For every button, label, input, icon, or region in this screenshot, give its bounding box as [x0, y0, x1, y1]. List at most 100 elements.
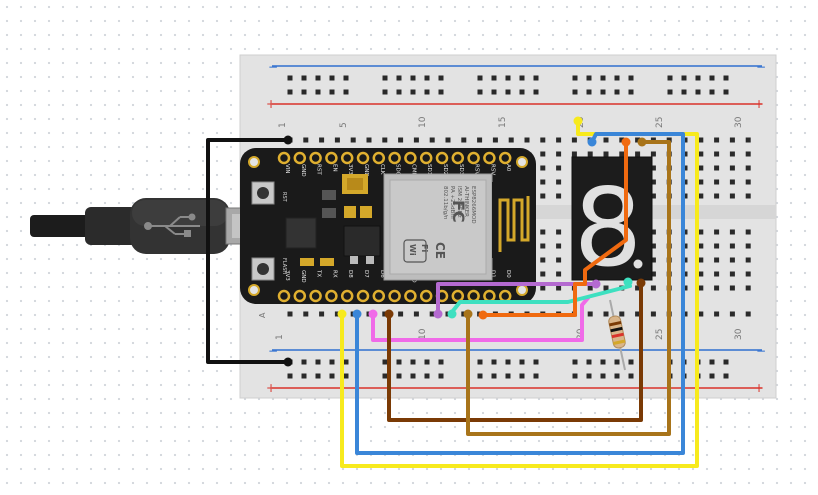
wire-end-blue — [587, 137, 597, 147]
rail-hole — [424, 89, 430, 95]
breadboard-hole — [729, 193, 735, 199]
rail-hole — [586, 75, 592, 81]
rail-hole — [723, 373, 729, 379]
breadboard-hole — [745, 165, 751, 171]
wifi-logo-icon: Wi Fi — [403, 239, 429, 263]
ce-logo-icon: CE — [433, 242, 447, 259]
breadboard-hole — [714, 243, 720, 249]
wire-purple — [436, 282, 598, 316]
breadboard-hole — [729, 311, 735, 317]
rail-hole — [410, 89, 416, 95]
rail-hole — [477, 359, 483, 365]
rail-hole — [572, 359, 578, 365]
pin-label: SD2 — [442, 164, 448, 175]
breadboard-hole — [698, 271, 704, 277]
wire-blue — [355, 132, 685, 455]
rail-hole — [628, 89, 634, 95]
wire-end-purple-display — [591, 279, 601, 289]
breadboard-hole — [334, 137, 340, 143]
wire-brown — [387, 281, 643, 422]
rst-button[interactable] — [251, 181, 275, 205]
rail-hole — [343, 359, 349, 365]
breadboard-hole — [303, 311, 309, 317]
rail-hole — [572, 89, 578, 95]
header-pin — [451, 289, 465, 303]
breadboard-hole — [556, 137, 562, 143]
header-pin — [483, 289, 496, 303]
wire-end-purple — [433, 309, 443, 319]
breadboard-hole — [745, 229, 751, 235]
rail-hole — [614, 373, 620, 379]
rail-hole — [396, 89, 402, 95]
breadboard-hole — [729, 151, 735, 157]
smd-part-1 — [322, 190, 336, 200]
rail-hole — [343, 89, 349, 95]
breadboard-hole — [571, 137, 577, 143]
breadboard-hole — [508, 137, 514, 143]
rail-hole — [709, 89, 715, 95]
flash-button[interactable] — [251, 257, 275, 281]
rail-hole — [329, 89, 335, 95]
breadboard-hole — [319, 311, 325, 317]
breadboard-hole — [334, 311, 340, 317]
breadboard-hole — [382, 137, 388, 143]
rail-hole — [438, 75, 444, 81]
regulator-leg-2 — [366, 256, 374, 264]
wire-end-orange — [478, 310, 488, 320]
rail-hole — [382, 373, 388, 379]
rail-hole — [586, 359, 592, 365]
rail-hole — [315, 373, 321, 379]
breadboard-hole — [729, 257, 735, 263]
rail-hole — [424, 359, 430, 365]
rail-hole — [343, 75, 349, 81]
wire-end-pink-d5 — [368, 309, 378, 319]
breadboard-hole — [429, 311, 435, 317]
header-pin — [419, 151, 433, 165]
breadboard-hole — [619, 311, 625, 317]
rail-hole — [505, 89, 511, 95]
pin-label: EN — [331, 164, 337, 172]
rail-hole — [491, 359, 497, 365]
resistor-band-3 — [611, 332, 624, 339]
breadboard-hole — [714, 229, 720, 235]
col-num-top-15: 15 — [498, 117, 508, 128]
header-pin — [467, 289, 480, 303]
header-pin — [483, 151, 496, 165]
rail-hole — [681, 75, 687, 81]
header-pin — [498, 151, 512, 165]
breadboard-hole — [714, 179, 720, 185]
breadboard-hole — [650, 243, 656, 249]
breadboard-hole — [445, 137, 451, 143]
rail-hole — [301, 359, 307, 365]
rail-hole — [667, 75, 673, 81]
rail-hole — [343, 373, 349, 379]
rail-hole — [614, 75, 620, 81]
breadboard-hole — [540, 179, 546, 185]
pin-label: D8 — [347, 270, 353, 278]
regulator-leg-1 — [350, 256, 358, 264]
rail-hole — [382, 75, 388, 81]
wire-end-blue-d6 — [352, 309, 362, 319]
breadboard-hole — [556, 243, 562, 249]
rail-hole — [519, 75, 525, 81]
rail-hole — [287, 89, 293, 95]
rail-hole — [519, 373, 525, 379]
rail-hole — [287, 373, 293, 379]
esp-text-1: ESP8266MOD — [470, 186, 476, 224]
header-pin — [293, 151, 307, 165]
rail-minus-label-tl: − — [268, 60, 278, 74]
resistor-band-1 — [609, 320, 622, 327]
pin-label: A0 — [505, 164, 511, 172]
col-num-top-25: 25 — [655, 117, 665, 128]
breadboard-hole — [556, 165, 562, 171]
col-num-top-10: 10 — [418, 116, 428, 128]
rail-hole — [301, 89, 307, 95]
breadboard-hole — [714, 311, 720, 317]
breadboard-hole — [303, 137, 309, 143]
breadboard-hole — [698, 165, 704, 171]
breadboard-hole — [714, 257, 720, 263]
rail-hole — [301, 373, 307, 379]
rail-hole — [533, 75, 539, 81]
voltage-regulator — [343, 225, 381, 257]
